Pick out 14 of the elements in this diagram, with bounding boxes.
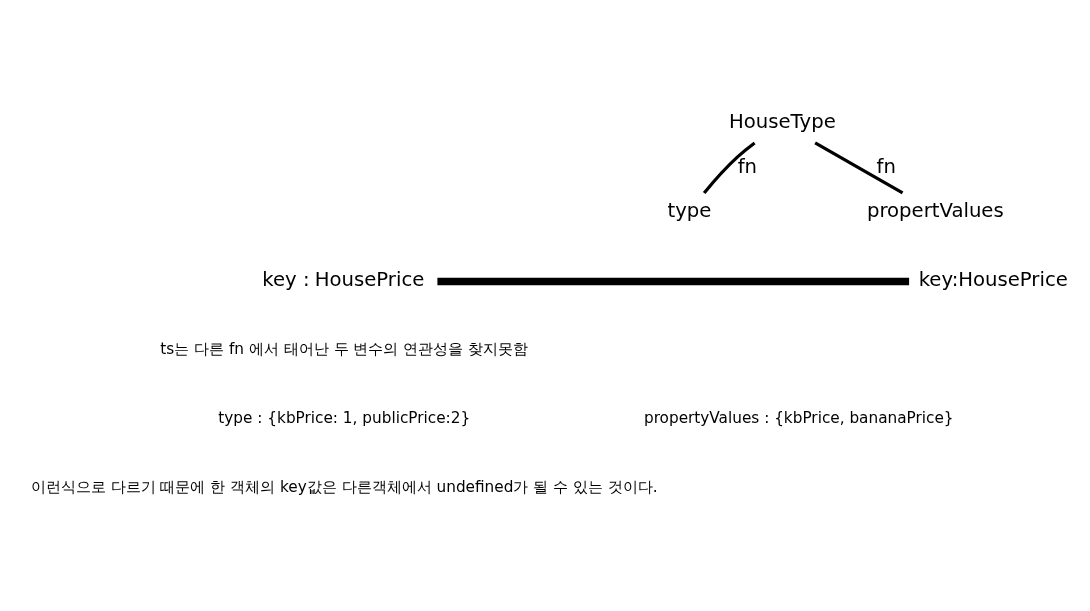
connector (814, 141, 904, 195)
node-text: HouseType (728, 109, 836, 133)
connector (702, 141, 756, 194)
edge-label: fn (876, 154, 896, 178)
label: type : {kbPrice: 1, publicPrice:2} (218, 409, 471, 428)
node-text: type (667, 199, 712, 223)
node-text: HousePrice (314, 268, 425, 292)
edge-label: fn (737, 154, 758, 178)
node-text: key:HousePrice (918, 268, 1068, 292)
node-text: propertValues (866, 199, 1004, 223)
label: propertyValues : {kbPrice, bananaPrice} (643, 409, 954, 428)
label: 이런식으로 다르기 때문에 한 객체의 key값은 다른객체에서 undefined가 될 수 있는 것이다. (30, 478, 658, 497)
label: ts는 다른 fn 에서 태어난 두 변수의 연관성을 찾지못함 (160, 340, 529, 359)
node-label: key : (262, 268, 310, 292)
